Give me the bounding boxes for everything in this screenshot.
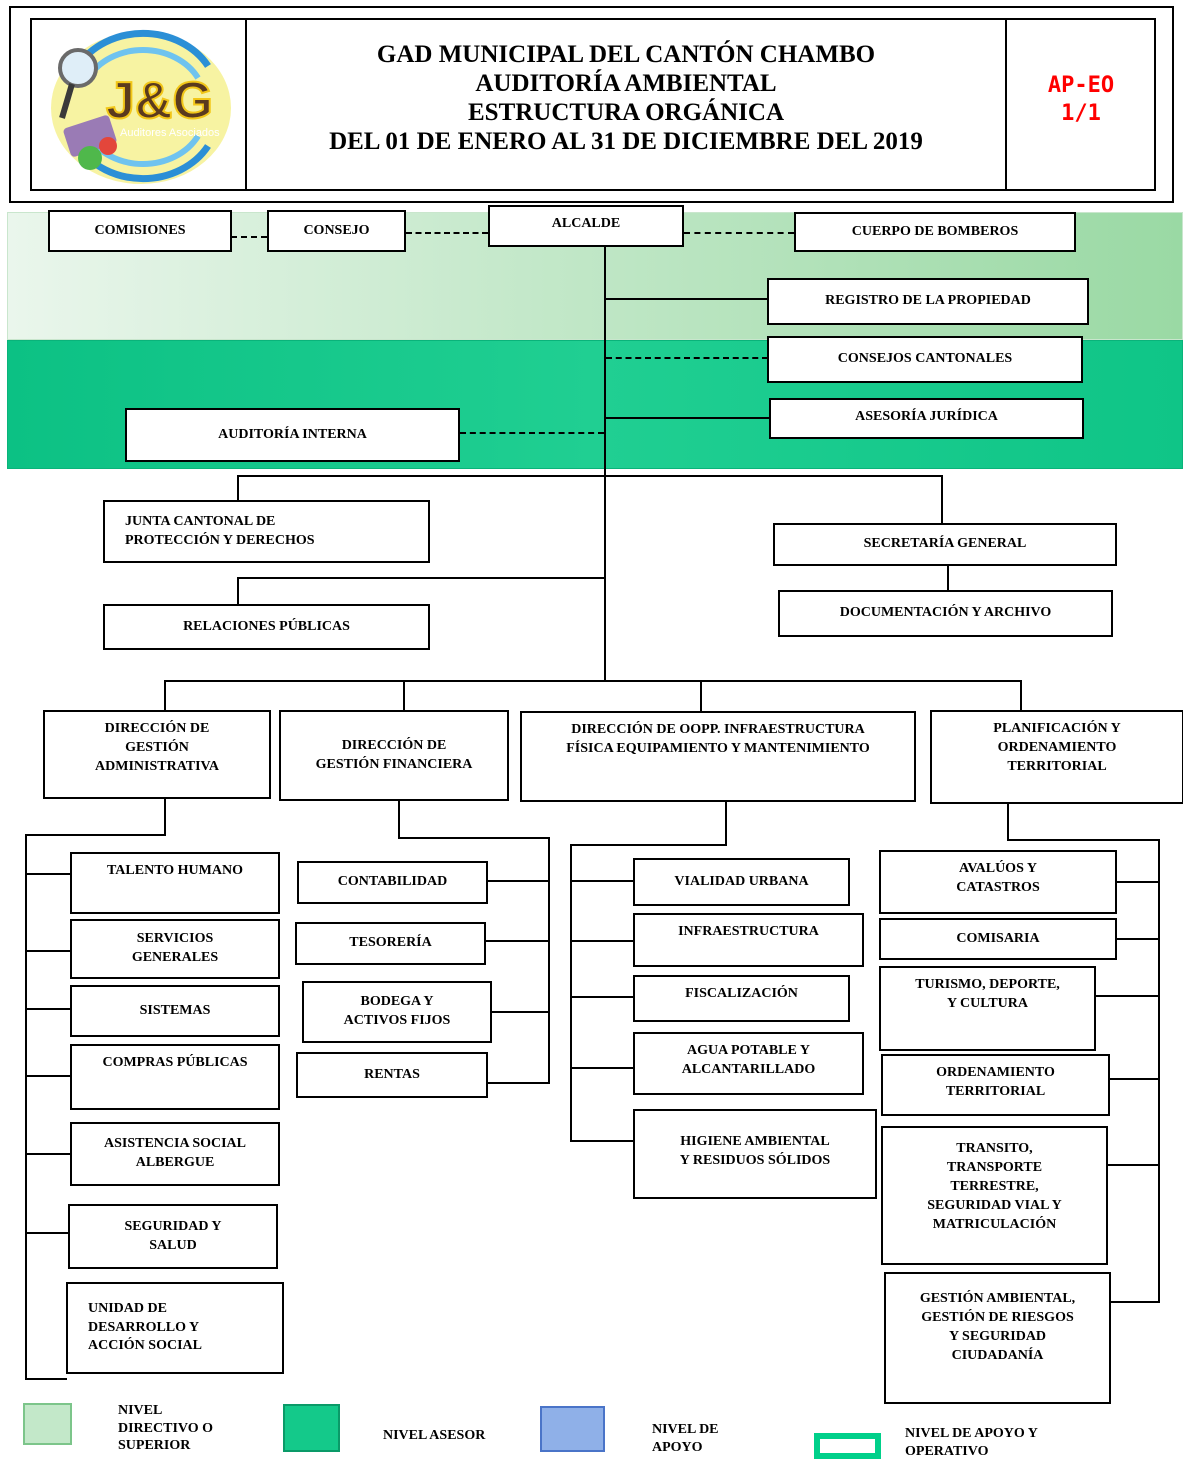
box-compras-publicas: COMPRAS PÚBLICAS	[70, 1044, 280, 1110]
box-fiscalizacion: FISCALIZACIÓN	[633, 975, 850, 1022]
box-servicios-generales: SERVICIOS GENERALES	[70, 919, 280, 979]
box-talento-humano: TALENTO HUMANO	[70, 852, 280, 914]
header-title: GAD MUNICIPAL DEL CANTÓN CHAMBO AUDITORÍ…	[250, 40, 1002, 156]
box-registro-propiedad: REGISTRO DE LA PROPIEDAD	[767, 278, 1089, 325]
header-inner-frame	[30, 18, 1156, 191]
legend-swatch-operativo	[814, 1433, 881, 1459]
box-direccion-administrativa: DIRECCIÓN DE GESTIÓN ADMINISTRATIVA	[43, 710, 271, 799]
box-auditoria-interna: AUDITORÍA INTERNA	[125, 408, 460, 462]
box-ordenamiento-territorial: ORDENAMIENTO TERRITORIAL	[881, 1054, 1110, 1116]
box-asesoria-juridica: ASESORÍA JURÍDICA	[769, 398, 1084, 439]
box-alcalde: ALCALDE	[488, 205, 684, 247]
box-turismo: TURISMO, DEPORTE, Y CULTURA	[879, 966, 1096, 1051]
legend-swatch-asesor	[283, 1404, 340, 1452]
box-vialidad-urbana: VIALIDAD URBANA	[633, 858, 850, 906]
page-number: 1/1	[1061, 101, 1101, 126]
legend-swatch-directivo	[23, 1403, 72, 1445]
title-line-4: DEL 01 DE ENERO AL 31 DE DICIEMBRE DEL 2…	[329, 128, 923, 155]
box-contabilidad: CONTABILIDAD	[297, 861, 488, 904]
legend-label-directivo: NIVEL DIRECTIVO O SUPERIOR	[118, 1403, 214, 1453]
header-frame	[9, 6, 1174, 203]
box-consejo: CONSEJO	[267, 210, 406, 252]
title-line-2: AUDITORÍA AMBIENTAL	[475, 70, 777, 97]
title-line-1: GAD MUNICIPAL DEL CANTÓN CHAMBO	[376, 41, 876, 68]
box-sistemas: SISTEMAS	[70, 985, 280, 1037]
box-direccion-financiera: DIRECCIÓN DE GESTIÓN FINANCIERA	[279, 710, 509, 801]
box-rentas: RENTAS	[296, 1052, 488, 1098]
box-documentacion-archivo: DOCUMENTACIÓN Y ARCHIVO	[778, 590, 1113, 637]
logo-subtext: Auditores Asociados	[120, 127, 220, 139]
box-secretaria-general: SECRETARÍA GENERAL	[773, 523, 1117, 566]
box-transito: TRANSITO, TRANSPORTE TERRESTRE, SEGURIDA…	[881, 1126, 1108, 1265]
box-agua-potable: AGUA POTABLE Y ALCANTARILLADO	[633, 1032, 864, 1095]
box-avaluos-catastros: AVALÚOS Y CATASTROS	[879, 850, 1117, 914]
box-junta-cantonal: JUNTA CANTONAL DE PROTECCIÓN Y DERECHOS	[103, 500, 430, 563]
box-seguridad-salud: SEGURIDAD Y SALUD	[68, 1204, 278, 1269]
title-line-3: ESTRUCTURA ORGÁNICA	[467, 99, 784, 126]
box-direccion-oopp: DIRECCIÓN DE OOPP. INFRAESTRUCTURA FÍSIC…	[520, 711, 916, 802]
box-consejos-cantonales: CONSEJOS CANTONALES	[767, 336, 1083, 383]
legend-label-asesor: NIVEL ASESOR	[383, 1428, 486, 1443]
code-label: AP-EO	[1047, 73, 1115, 98]
box-gestion-ambiental: GESTIÓN AMBIENTAL, GESTIÓN DE RIESGOS Y …	[884, 1272, 1111, 1404]
box-relaciones-publicas: RELACIONES PÚBLICAS	[103, 604, 430, 650]
box-bodega-activos: BODEGA Y ACTIVOS FIJOS	[302, 981, 492, 1043]
logo-text: J&G	[106, 72, 213, 130]
box-planificacion: PLANIFICACIÓN Y ORDENAMIENTO TERRITORIAL	[930, 710, 1183, 804]
box-comisiones: COMISIONES	[48, 210, 232, 252]
box-unidad-desarrollo: UNIDAD DE DESARROLLO Y ACCIÓN SOCIAL	[66, 1282, 284, 1374]
legend-swatch-apoyo	[540, 1406, 605, 1452]
box-infraestructura: INFRAESTRUCTURA	[633, 913, 864, 967]
company-logo: J&G Auditores Asociados	[48, 26, 234, 186]
legend-label-operativo: NIVEL DE APOYO Y OPERATIVO	[905, 1426, 1038, 1459]
box-higiene-ambiental: HIGIENE AMBIENTAL Y RESIDUOS SÓLIDOS	[633, 1109, 877, 1199]
box-asistencia-social: ASISTENCIA SOCIAL ALBERGUE	[70, 1122, 280, 1186]
box-cuerpo-bomberos: CUERPO DE BOMBEROS	[794, 212, 1076, 252]
document-code: AP-EO 1/1	[1008, 72, 1154, 128]
box-comisaria: COMISARIA	[879, 918, 1117, 960]
box-tesoreria: TESORERÍA	[295, 922, 486, 965]
legend-label-apoyo: NIVEL DE APOYO	[652, 1422, 719, 1455]
